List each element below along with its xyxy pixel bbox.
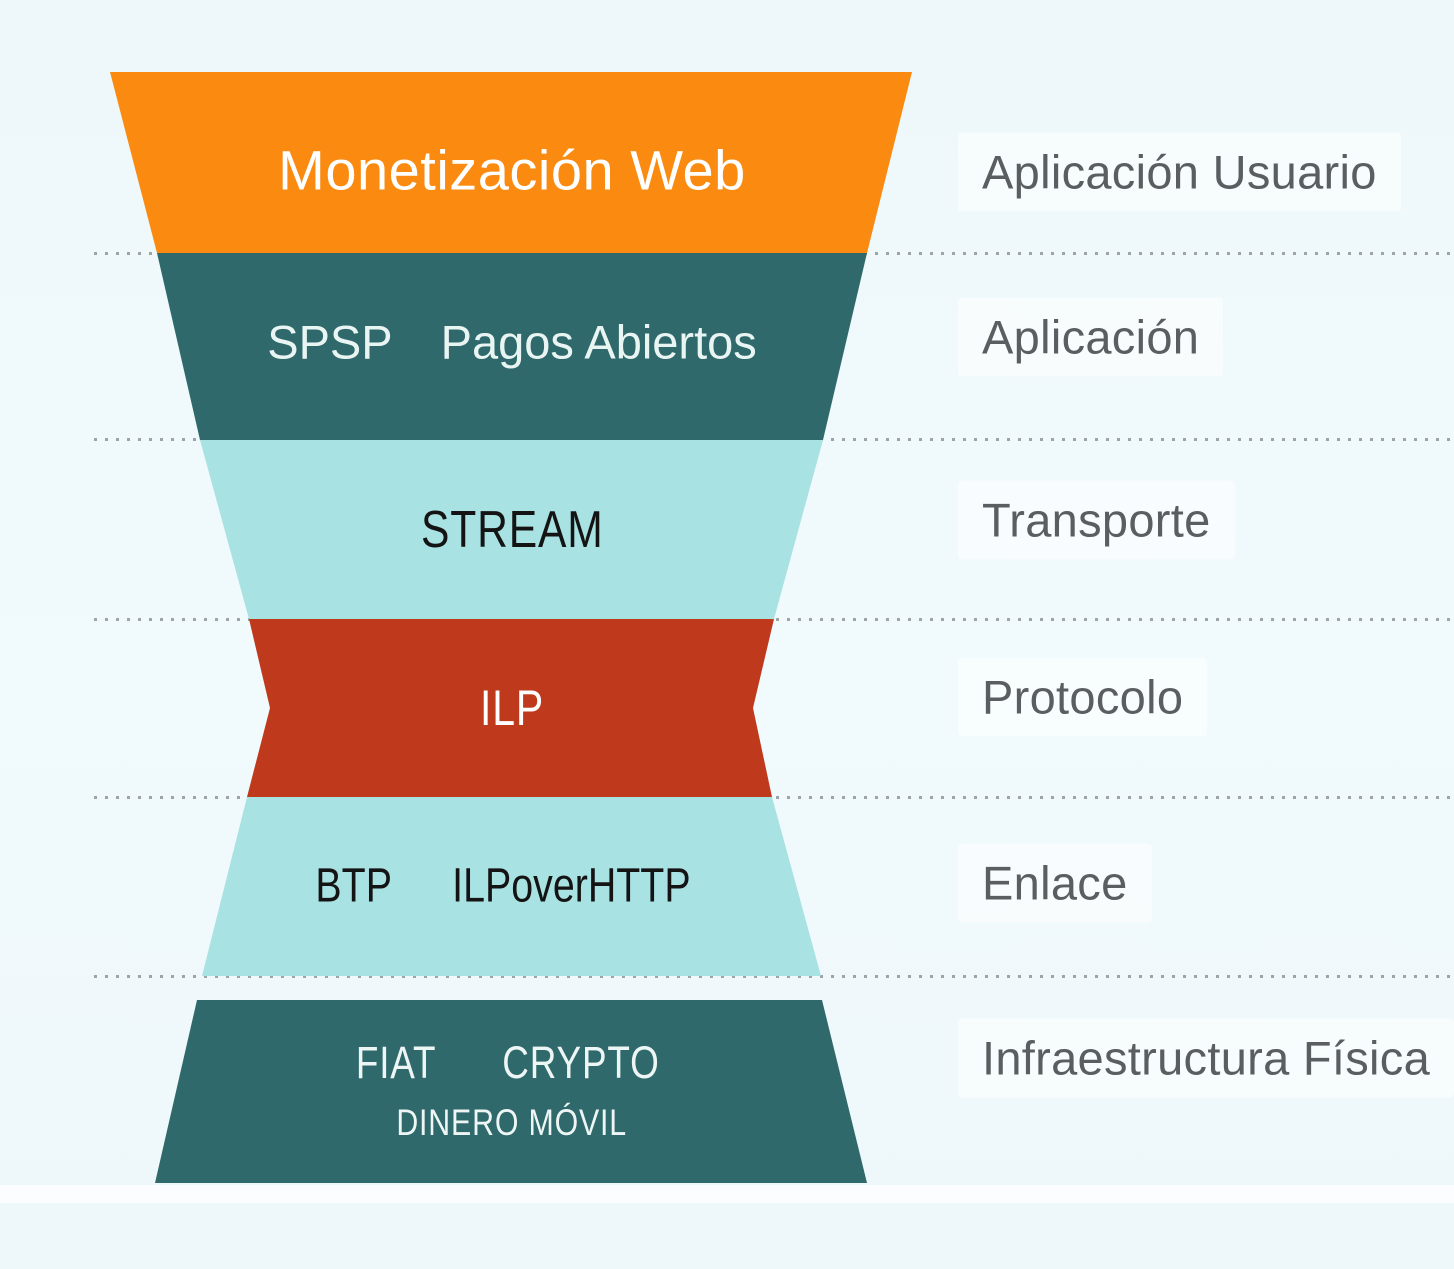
category-label-aplicacion-usuario: Aplicación Usuario	[958, 132, 1401, 212]
layer-label-text: Pagos Abiertos	[440, 315, 757, 369]
layer-label-text: DINERO MÓVIL	[396, 1102, 628, 1143]
layer-label-fiat-crypto: FIAT CRYPTO	[0, 1037, 1024, 1089]
category-label-transporte: Transporte	[958, 480, 1235, 560]
bottom-highlight-band	[0, 1185, 1454, 1203]
layer-label-stream: STREAM	[0, 500, 1024, 560]
layer-label-text: CRYPTO	[502, 1037, 660, 1088]
dotted-separator-5	[94, 975, 1454, 978]
layer-shape-web-monetization	[110, 72, 912, 253]
category-label-aplicacion: Aplicación	[958, 297, 1224, 377]
layer-label-ilp: ILP	[0, 679, 1024, 737]
layer-label-text: BTP	[315, 859, 392, 913]
category-label-protocolo: Protocolo	[958, 657, 1208, 737]
category-label-infraestructura-fisica: Infraestructura Física	[958, 1018, 1454, 1098]
layer-label-text: ILP	[479, 680, 545, 736]
layer-label-text: Monetización Web	[278, 138, 746, 202]
layer-label-dinero-movil: DINERO MÓVIL	[0, 1102, 1024, 1144]
layer-shape-btp	[202, 797, 821, 976]
layer-label-text: SPSP	[267, 315, 393, 369]
layer-label-text: ILPoverHTTP	[452, 859, 691, 913]
layer-label-btp: BTP ILPoverHTTP	[0, 859, 1024, 914]
layer-shape-settlement	[155, 1000, 867, 1183]
layer-label-web-monetization: Monetización Web	[0, 138, 1024, 203]
layer-label-spsp: SPSP Pagos Abiertos	[0, 315, 1024, 370]
layer-label-text: FIAT	[355, 1037, 437, 1088]
layer-shape-ilp	[247, 619, 774, 797]
dotted-separator-3	[94, 618, 1454, 621]
category-label-enlace: Enlace	[958, 843, 1152, 923]
layer-shape-stream	[200, 440, 823, 619]
layer-shape-spsp	[157, 253, 867, 440]
dotted-separator-4	[94, 796, 1454, 799]
layer-label-text: STREAM	[420, 501, 604, 559]
